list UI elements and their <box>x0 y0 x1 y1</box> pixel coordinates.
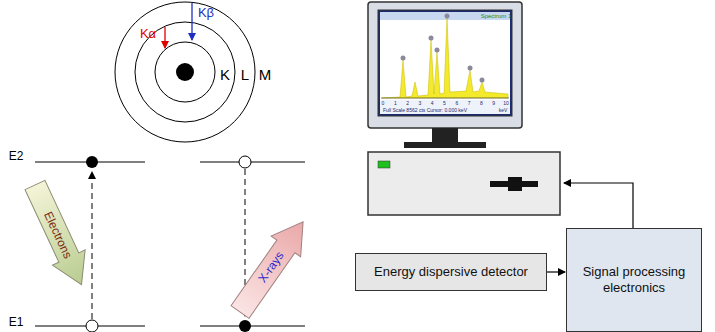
signal-arrow <box>547 271 565 272</box>
atom-shells <box>115 2 255 142</box>
data-wire <box>564 183 633 228</box>
processing-box: Signal processing electronics <box>566 228 702 332</box>
axis-number: 9 <box>492 101 495 106</box>
shell-label: L <box>241 67 249 82</box>
energy-label: E2 <box>9 150 24 162</box>
k-alpha-arrow <box>164 27 165 48</box>
box-label: Signal processing electronics <box>575 264 693 295</box>
axis-number: 0 <box>382 101 385 106</box>
axis-number: 3 <box>419 101 422 106</box>
computer-unit <box>368 152 560 215</box>
screen-text: keV <box>499 108 508 113</box>
k-beta-arrow <box>191 3 192 40</box>
transition-label: Kα <box>140 27 156 40</box>
energy-levels <box>35 162 305 326</box>
nucleus <box>176 63 194 81</box>
axis-number: 4 <box>431 101 434 106</box>
shell-label: K <box>220 67 230 82</box>
axis-number: 2 <box>406 101 409 106</box>
screen-text: Full Scale 8562 cts Cursor: 0.000 keV <box>383 108 467 113</box>
electron-arrow <box>19 177 98 292</box>
screen-text: Spectrum 1 <box>481 13 512 19</box>
axis-number: 5 <box>443 101 446 106</box>
xray-arrow <box>225 212 318 323</box>
detector-box: Energy dispersive detector <box>355 253 547 291</box>
monitor <box>368 2 522 148</box>
axis-number: 7 <box>468 101 471 106</box>
energy-label: E1 <box>9 316 24 328</box>
shell-label: M <box>259 67 272 82</box>
transition-label: Kβ <box>198 6 214 19</box>
axis-number: 6 <box>455 101 458 106</box>
axis-number: 8 <box>480 101 483 106</box>
box-label: Energy dispersive detector <box>374 264 528 280</box>
axis-number: 1 <box>394 101 397 106</box>
transition-left <box>86 156 98 332</box>
axis-number: 10 <box>503 101 509 106</box>
